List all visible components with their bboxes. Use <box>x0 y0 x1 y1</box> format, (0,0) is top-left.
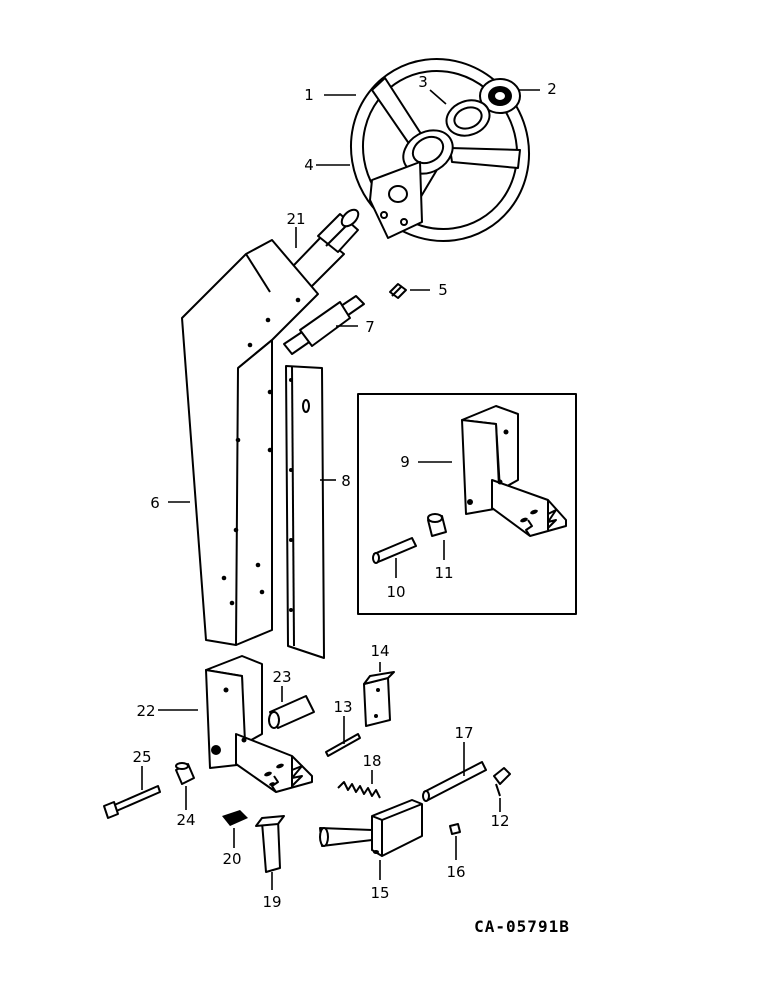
callout-7: 7 <box>365 318 375 336</box>
callout-23: 23 <box>272 668 291 686</box>
callout-18: 18 <box>362 752 381 770</box>
column-cover-front <box>181 239 319 646</box>
nut <box>449 823 461 835</box>
callout-8: 8 <box>341 472 351 490</box>
spacer-ring <box>445 99 491 137</box>
mounting-plate <box>369 161 423 239</box>
callout-11: 11 <box>434 564 453 582</box>
callout-12: 12 <box>490 812 509 830</box>
wheel-cap <box>479 78 521 114</box>
callout-13: 13 <box>333 698 352 716</box>
drawing-code: CA-05791B <box>474 917 570 936</box>
callout-19: 19 <box>262 893 281 911</box>
callout-22: 22 <box>136 702 155 720</box>
callout-2: 2 <box>547 80 557 98</box>
callout-15: 15 <box>370 884 389 902</box>
trim-strip <box>283 295 365 355</box>
callout-16: 16 <box>446 863 465 881</box>
clip <box>389 283 407 299</box>
latch-plate <box>363 671 395 727</box>
leader-lines <box>141 89 540 890</box>
callout-9: 9 <box>400 453 410 471</box>
callout-10: 10 <box>386 583 405 601</box>
pin <box>325 733 361 757</box>
bushing <box>175 762 195 785</box>
callout-25: 25 <box>132 748 151 766</box>
pedal-pad <box>222 810 248 826</box>
pedal <box>255 815 285 873</box>
bolt <box>103 785 161 819</box>
inset-detail-box <box>357 393 577 615</box>
callout-6: 6 <box>150 494 160 512</box>
callout-24: 24 <box>176 811 195 829</box>
spring <box>337 781 381 799</box>
callout-3: 3 <box>418 73 428 91</box>
shaft <box>268 695 315 729</box>
lower-bracket <box>205 655 313 793</box>
callout-5: 5 <box>438 281 448 299</box>
callout-21: 21 <box>286 210 305 228</box>
rod <box>422 761 487 802</box>
callout-14: 14 <box>370 642 389 660</box>
callout-20: 20 <box>222 850 241 868</box>
callout-labels: 1 2 3 4 5 6 7 8 9 10 11 12 13 14 15 16 1… <box>132 73 556 911</box>
callout-1: 1 <box>304 86 314 104</box>
steering-wheel <box>349 57 531 243</box>
callout-17: 17 <box>454 724 473 742</box>
callout-4: 4 <box>304 156 314 174</box>
column-cover-rear <box>285 365 325 659</box>
pedal-arm <box>319 799 423 857</box>
clip-small <box>493 767 511 797</box>
